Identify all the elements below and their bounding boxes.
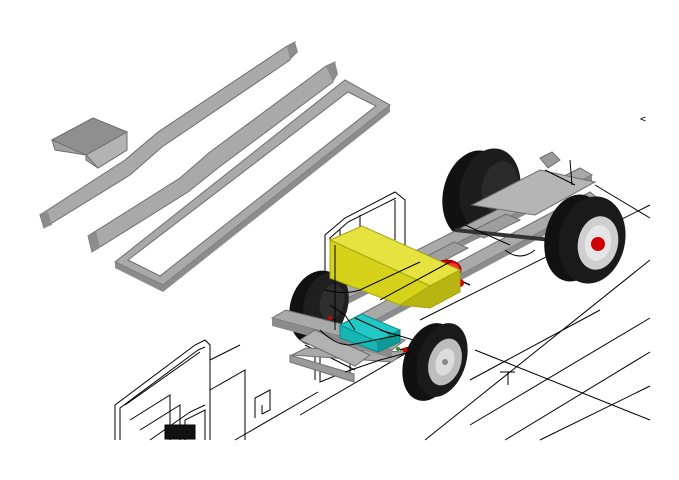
caret-left-icon: <	[640, 114, 647, 125]
rear-right-wheel	[544, 194, 626, 284]
rectangular-frame-subassembly	[114, 79, 391, 292]
construction-lines	[234, 184, 651, 441]
rear-cross-plate	[470, 169, 597, 216]
front-right-wheel	[402, 323, 468, 401]
cab-floor-panel	[50, 117, 129, 169]
fuel-tank	[328, 225, 462, 309]
battery-box	[338, 313, 402, 353]
chassis-assembly	[270, 148, 626, 401]
left-frame-rail	[39, 41, 298, 229]
right-frame-rail	[87, 61, 338, 253]
cab-wireframe	[114, 339, 271, 441]
wiring	[319, 245, 451, 373]
